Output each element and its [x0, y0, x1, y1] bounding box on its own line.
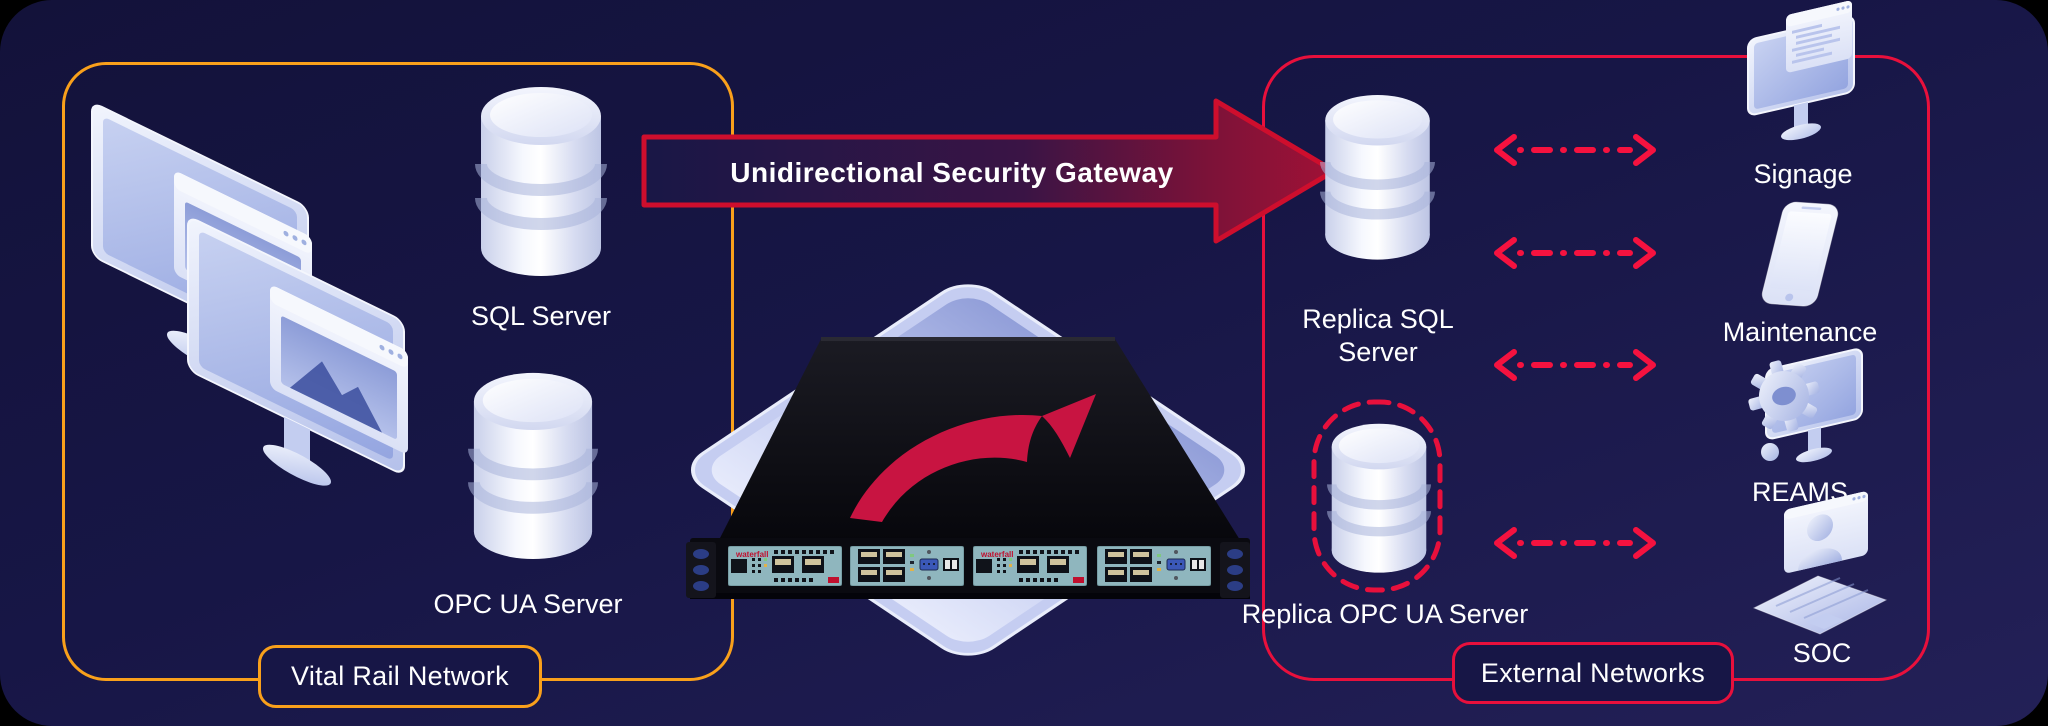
- maintenance-phone-icon: [1761, 201, 1839, 307]
- person-icon: [1798, 514, 1842, 571]
- opc-ua-server-label: OPC UA Server: [433, 589, 623, 619]
- vital-rail-network-label: Vital Rail Network: [291, 661, 509, 691]
- signage-label: Signage: [1753, 159, 1853, 189]
- dashed-arrow-soc: [1490, 523, 1660, 563]
- gear-icon: [1748, 360, 1820, 432]
- waterfall-logo-icon: [850, 394, 1096, 522]
- replica-opc-ua-server-icon: [1327, 417, 1431, 577]
- dashed-arrow-signage: [1490, 130, 1660, 170]
- external-networks-pill: External Networks: [1452, 642, 1734, 704]
- rack-ear-left: [686, 542, 716, 598]
- external-networks-label: External Networks: [1480, 657, 1706, 688]
- maintenance-label: Maintenance: [1722, 317, 1878, 347]
- replica-opc-dashed-outline: [1311, 399, 1443, 593]
- replica-sql-server-label: Replica SQL Server: [1302, 304, 1454, 367]
- replica-sql-server-icon: [1320, 85, 1435, 267]
- reams-gear-monitor-icon: [1748, 348, 1863, 463]
- dashed-arrow-reams: [1490, 345, 1660, 385]
- banner-title: Unidirectional Security Gateway: [730, 157, 1173, 188]
- signage-monitor-icon: [1747, 1, 1855, 141]
- waterfall-gateway-appliance: [686, 284, 1250, 656]
- soc-laptop-icon: [1752, 491, 1888, 635]
- opc-ua-server-icon: [468, 362, 598, 567]
- sql-server-icon: [475, 80, 607, 280]
- replica-opc-ua-server-label: Replica OPC UA Server: [1241, 599, 1529, 629]
- dashed-arrow-maintenance: [1490, 233, 1660, 273]
- sql-server-label: SQL Server: [470, 301, 612, 331]
- workstation-monitors-icon: [91, 101, 409, 532]
- soc-label: SOC: [1792, 638, 1852, 668]
- unidirectional-gateway-arrow: Unidirectional Security Gateway: [641, 98, 1337, 244]
- rack-ear-right: [1220, 542, 1250, 598]
- vital-rail-network-pill: Vital Rail Network: [258, 645, 542, 708]
